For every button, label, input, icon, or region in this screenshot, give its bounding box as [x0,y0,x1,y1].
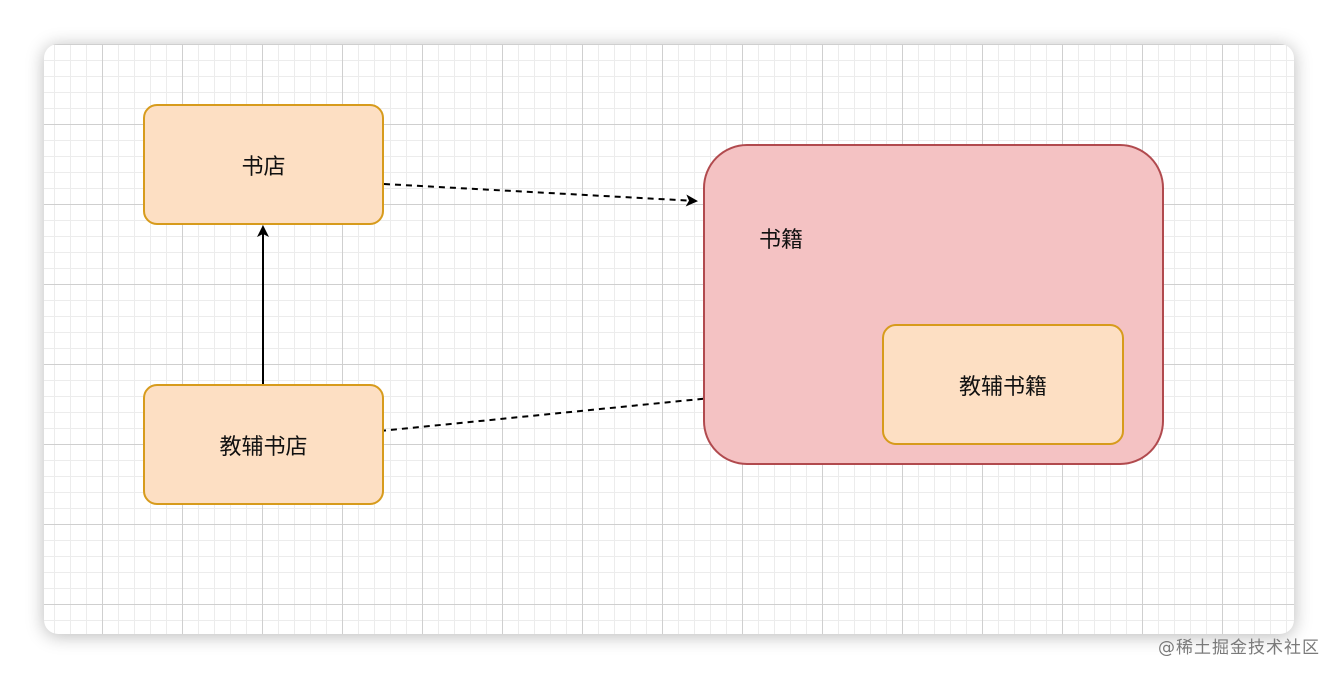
node-bookstore-label: 书店 [241,154,286,180]
node-tutoring-bookstore-label: 教辅书店 [219,434,308,460]
diagram-canvas: 书店 教辅书店 书籍 教辅书籍 [44,44,1294,634]
node-tutoring-books-label: 教辅书籍 [958,374,1047,400]
node-books-label: 书籍 [759,228,804,253]
node-bookstore[interactable]: 书店 [143,104,384,225]
node-tutoring-bookstore[interactable]: 教辅书店 [143,384,384,505]
watermark-text: @稀土掘金技术社区 [1158,638,1320,658]
edge-bookstore-to-books [383,183,698,207]
node-tutoring-books[interactable]: 教辅书籍 [882,324,1124,445]
